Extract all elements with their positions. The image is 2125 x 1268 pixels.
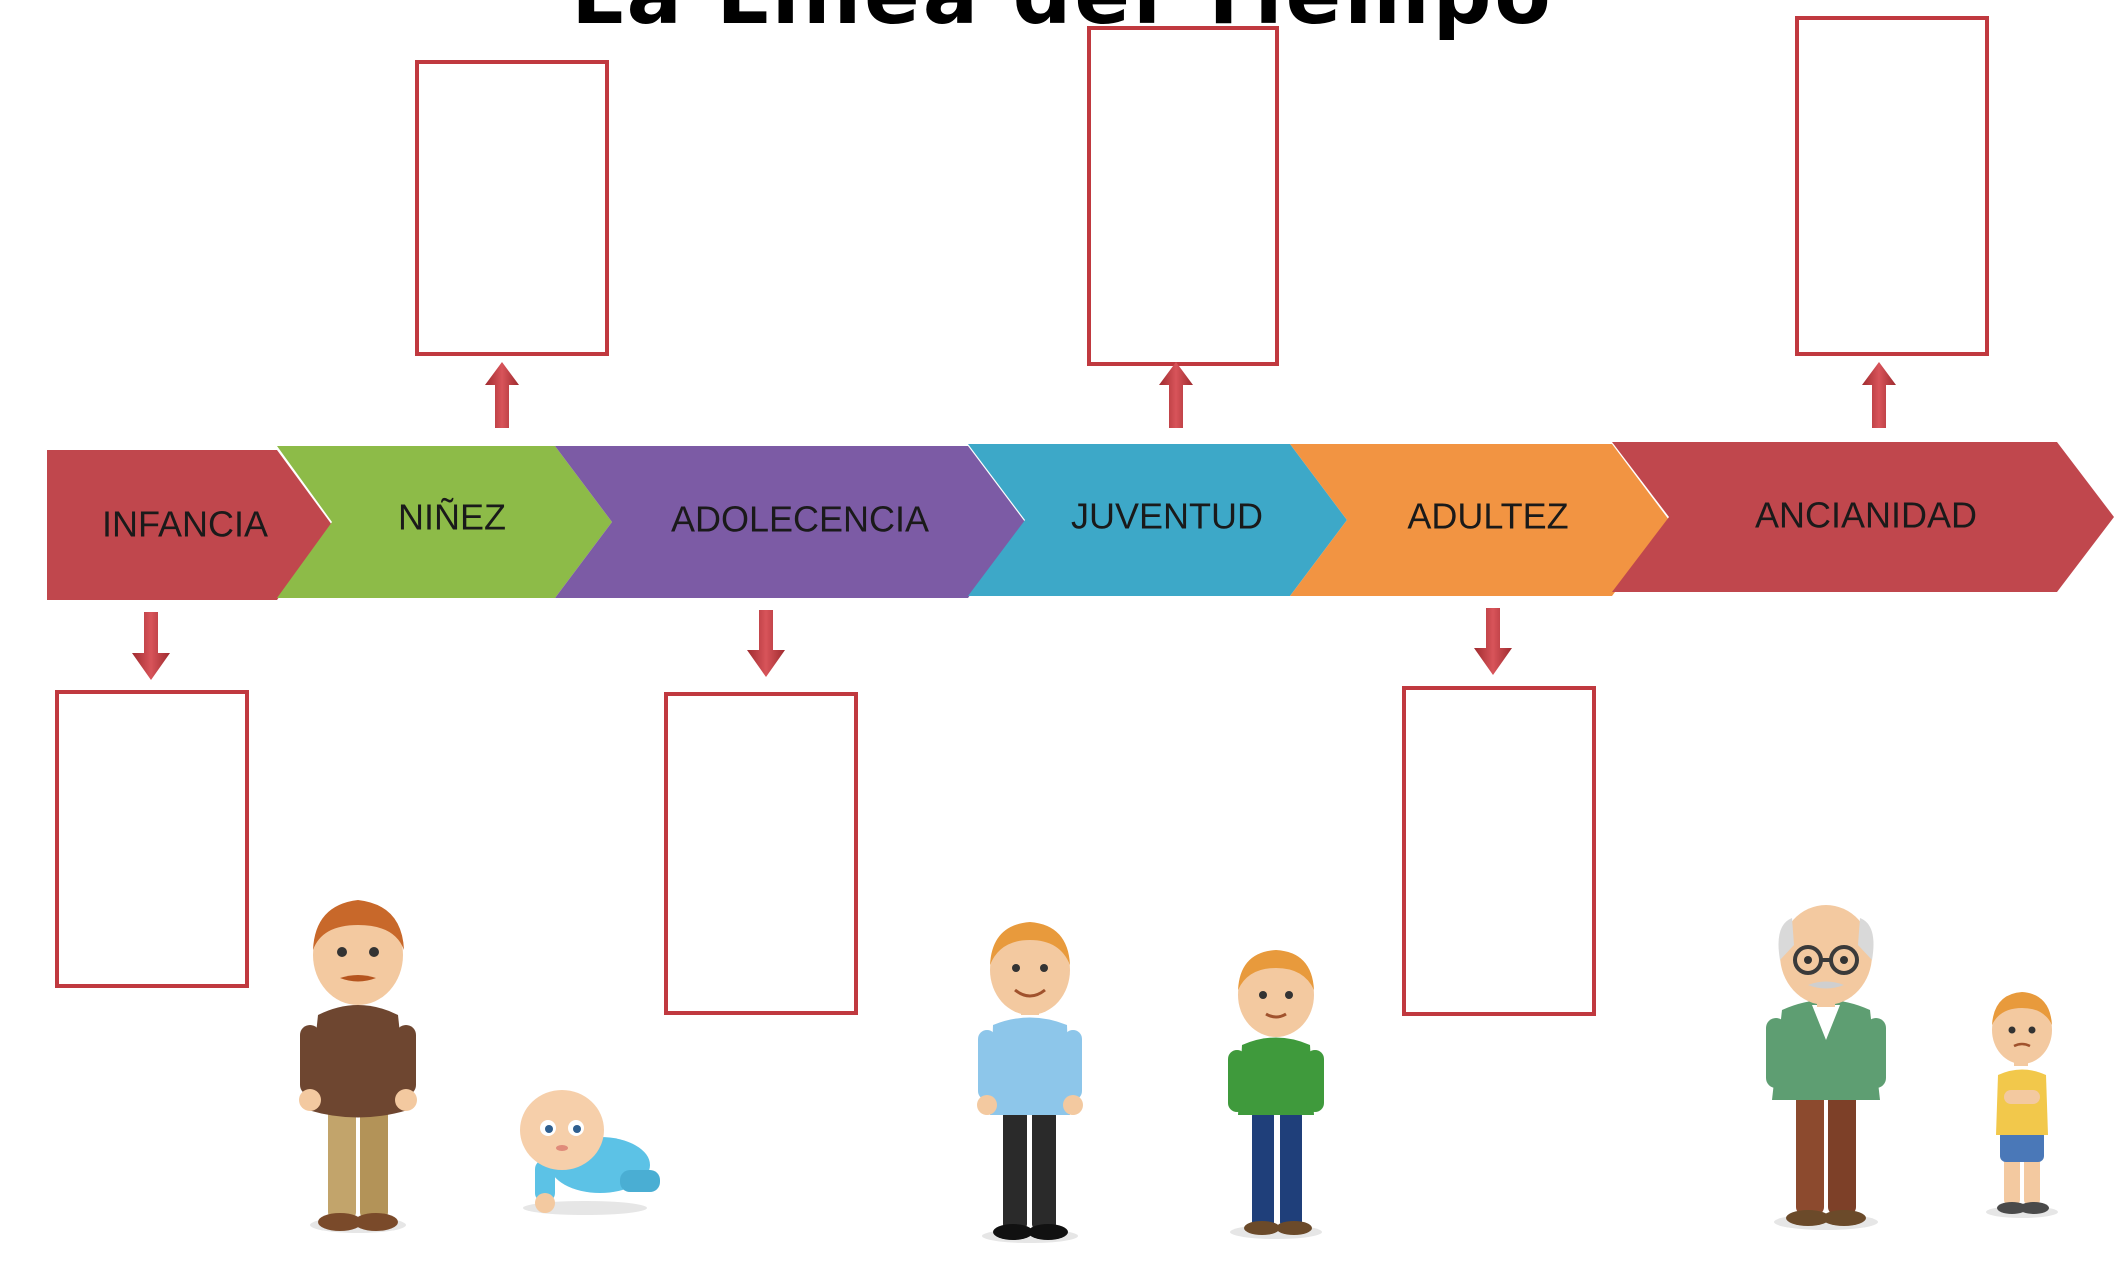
up-arrow-icon [1159, 362, 1193, 428]
stage-segment-adolecencia [555, 446, 1025, 598]
adult-man-icon [299, 900, 417, 1233]
answer-box-juventud[interactable] [1087, 26, 1279, 366]
stage-segment-infancia [47, 450, 332, 600]
stage-segment-ancianidad [1612, 442, 2114, 592]
stage-label-adolecencia: ADOLECENCIA [671, 499, 929, 540]
stage-label-infancia: INFANCIA [102, 504, 268, 545]
elderly-man-icon [1766, 905, 1886, 1230]
down-arrow-icon [1474, 608, 1512, 675]
stage-segment-ninez [277, 446, 612, 598]
up-arrow-icon [485, 362, 519, 428]
down-arrow-icon [132, 612, 170, 680]
crawling-baby-icon [520, 1090, 660, 1215]
stage-label-ninez: NIÑEZ [398, 497, 506, 538]
child-icon [1986, 992, 2058, 1218]
answer-box-ancianidad[interactable] [1795, 16, 1989, 356]
stage-label-juventud: JUVENTUD [1071, 496, 1263, 537]
down-arrow-icon [747, 610, 785, 677]
answer-box-ninez[interactable] [415, 60, 609, 356]
stage-label-ancianidad: ANCIANIDAD [1755, 495, 1977, 536]
stage-segment-adultez [1290, 444, 1669, 596]
answer-box-adolecencia[interactable] [664, 692, 858, 1015]
teen-boy-icon [1228, 950, 1324, 1239]
answer-box-infancia[interactable] [55, 690, 249, 988]
stage-label-adultez: ADULTEZ [1407, 496, 1568, 537]
answer-box-adultez[interactable] [1402, 686, 1596, 1016]
page-title: La Línea del Tiempo [0, 0, 2125, 43]
up-arrow-icon [1862, 362, 1896, 428]
stage-segment-juventud [968, 444, 1347, 596]
young-man-icon [977, 922, 1083, 1243]
